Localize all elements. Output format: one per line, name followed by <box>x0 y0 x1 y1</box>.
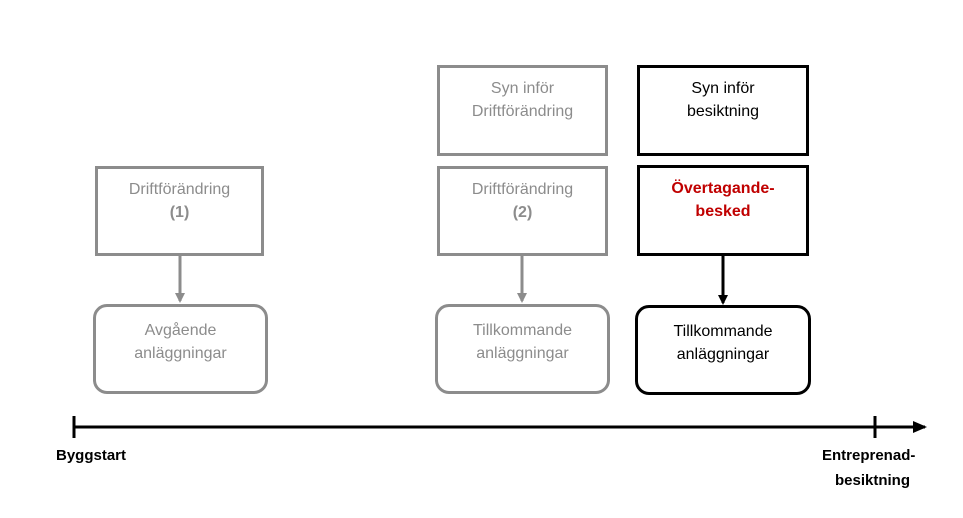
syn-infor-besiktning-box: Syn inför besiktning <box>637 65 809 156</box>
driftforandring-1-box: Driftförändring (1) <box>95 166 264 256</box>
driftforandring-1-line2: (1) <box>169 204 190 221</box>
timeline-end-label-line1: Entreprenad- <box>822 447 916 464</box>
overtagandebesked-box: Övertagande- besked <box>637 165 809 256</box>
tillkommande-grey-line2: anläggningar <box>476 345 569 362</box>
syn-infor-drift-line2: Driftförändring <box>471 103 574 120</box>
driftforandring-1-line1: Driftförändring <box>128 181 231 198</box>
syn-infor-besiktning-line1: Syn inför <box>691 80 755 97</box>
timeline-end-label-line2: besiktning <box>835 472 911 489</box>
tillkommande-anlaggningar-grey-box: Tillkommande anläggningar <box>435 304 610 394</box>
overtagande-line1: Övertagande- <box>671 180 775 197</box>
driftforandring-2-line2: (2) <box>512 204 533 221</box>
tillkommande-grey-line1: Tillkommande <box>473 322 572 339</box>
overtagande-line2: besked <box>695 203 751 220</box>
syn-infor-besiktning-line2: besiktning <box>686 103 760 120</box>
driftforandring-2-line1: Driftförändring <box>471 181 574 198</box>
syn-infor-drift-line1: Syn inför <box>490 80 555 97</box>
driftforandring-2-box: Driftförändring (2) <box>437 166 608 256</box>
avgaende-anlaggningar-box: Avgående anläggningar <box>93 304 268 394</box>
avgaende-line2: anläggningar <box>134 345 227 362</box>
syn-infor-driftforandring-box: Syn inför Driftförändring <box>437 65 608 156</box>
tillkommande-anlaggningar-black-box: Tillkommande anläggningar <box>635 305 811 395</box>
tillkommande-black-line2: anläggningar <box>676 346 770 363</box>
tillkommande-black-line1: Tillkommande <box>673 323 773 340</box>
avgaende-line1: Avgående <box>144 322 217 339</box>
timeline-start-label: Byggstart <box>56 447 127 464</box>
